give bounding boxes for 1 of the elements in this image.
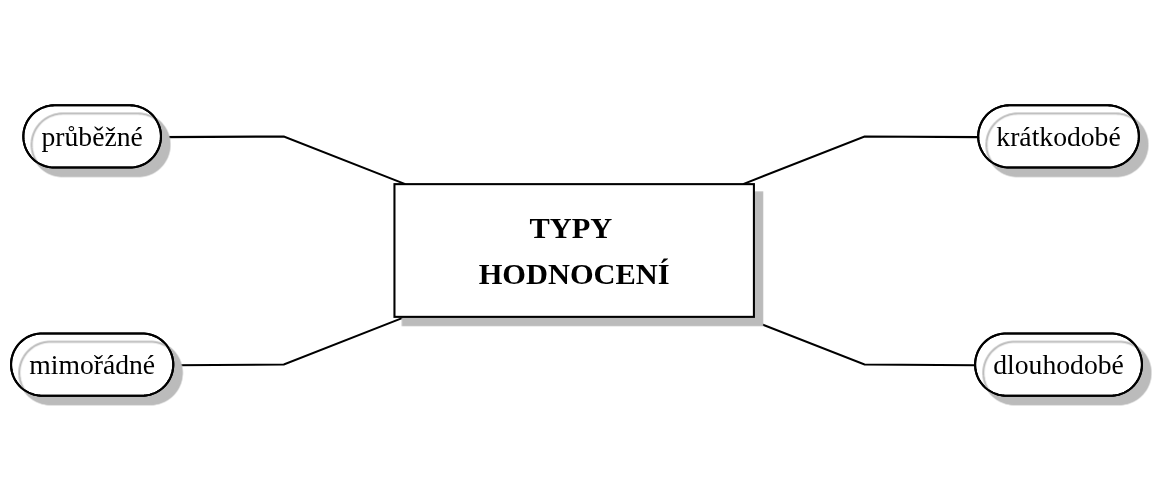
node-box: TYPY HODNOCENÍ xyxy=(393,183,755,318)
